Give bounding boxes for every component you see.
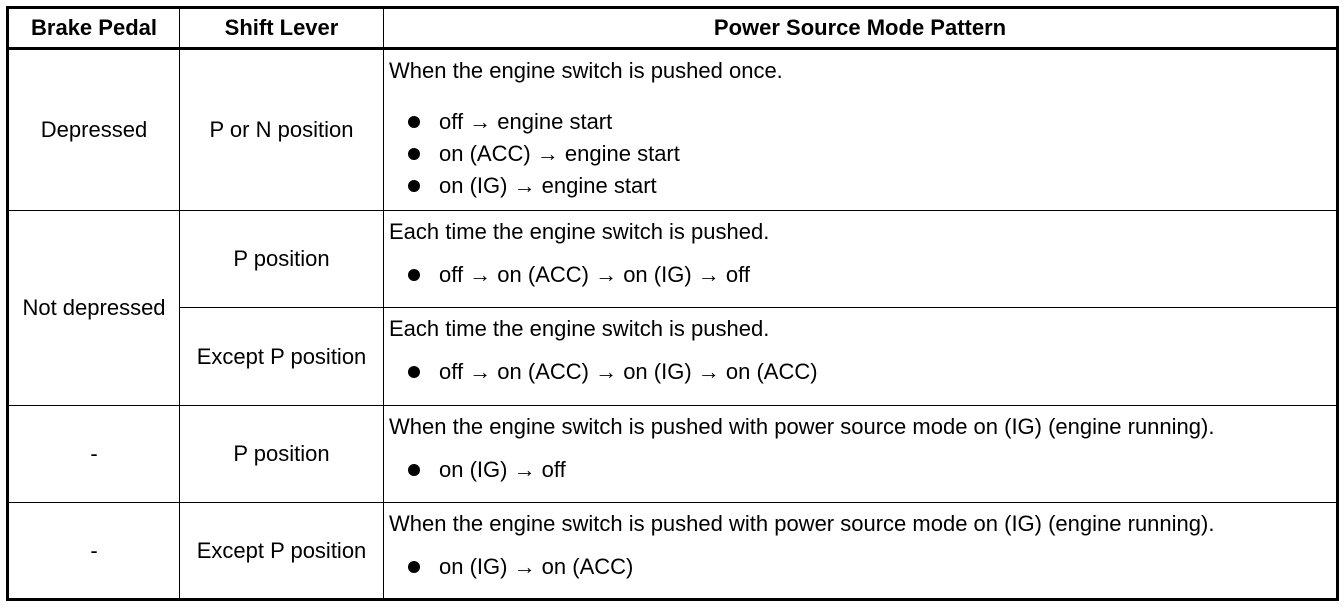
header-shift-lever: Shift Lever <box>179 7 384 50</box>
pattern-intro: When the engine switch is pushed with po… <box>389 414 1215 439</box>
pattern-cell: Each time the engine switch is pushed. o… <box>383 210 1338 308</box>
pattern-step: on (ACC) → engine start <box>439 141 680 166</box>
shift-lever-cell: Except P position <box>179 502 384 600</box>
pattern-cell: When the engine switch is pushed once. o… <box>383 48 1338 211</box>
brake-pedal-cell: - <box>7 405 180 503</box>
table-header-row: Brake Pedal Shift Lever Power Source Mod… <box>7 7 1338 50</box>
bullet-icon <box>408 269 420 281</box>
pattern-step: on (IG) → engine start <box>439 173 657 198</box>
brake-pedal-cell: - <box>7 502 180 600</box>
list-item: on (IG) → on (ACC) <box>408 551 1336 583</box>
bullet-icon <box>408 366 420 378</box>
shift-lever-cell: Except P position <box>179 307 384 406</box>
pattern-step: off → on (ACC) → on (IG) → on (ACC) <box>439 359 818 384</box>
pattern-list: on (IG) → on (ACC) <box>389 551 1336 583</box>
list-item: on (IG) → engine start <box>408 170 1336 202</box>
pattern-list: off → on (ACC) → on (IG) → off <box>389 259 1336 291</box>
pattern-cell: When the engine switch is pushed with po… <box>383 405 1338 503</box>
list-item: on (ACC) → engine start <box>408 138 1336 170</box>
header-brake-pedal: Brake Pedal <box>7 7 180 50</box>
bullet-icon <box>408 464 420 476</box>
header-power-source-mode-pattern: Power Source Mode Pattern <box>383 7 1338 50</box>
pattern-step: off → on (ACC) → on (IG) → off <box>439 262 750 287</box>
pattern-step: on (IG) → off <box>439 457 566 482</box>
pattern-list: off → engine start on (ACC) → engine sta… <box>389 106 1336 202</box>
bullet-icon <box>408 148 420 160</box>
table-row: Except P position Each time the engine s… <box>8 307 1338 406</box>
pattern-cell: Each time the engine switch is pushed. o… <box>383 307 1338 406</box>
pattern-cell: When the engine switch is pushed with po… <box>383 502 1338 600</box>
pattern-list: on (IG) → off <box>389 454 1336 486</box>
pattern-intro: When the engine switch is pushed with po… <box>389 511 1215 536</box>
shift-lever-cell: P position <box>179 405 384 503</box>
pattern-intro: Each time the engine switch is pushed. <box>389 316 770 341</box>
table-row: - P position When the engine switch is p… <box>7 405 1338 503</box>
list-item: off → engine start <box>408 106 1336 138</box>
pattern-intro: When the engine switch is pushed once. <box>389 58 783 83</box>
table-row: Not depressed P position Each time the e… <box>7 210 1338 406</box>
power-source-mode-table: Brake Pedal Shift Lever Power Source Mod… <box>6 6 1339 601</box>
pattern-intro: Each time the engine switch is pushed. <box>389 219 770 244</box>
list-item: on (IG) → off <box>408 454 1336 486</box>
table-row: Depressed P or N position When the engin… <box>7 48 1338 211</box>
shift-lever-cell: P position <box>179 210 384 308</box>
bullet-icon <box>408 180 420 192</box>
list-item: off → on (ACC) → on (IG) → off <box>408 259 1336 291</box>
bullet-icon <box>408 561 420 573</box>
pattern-list: off → on (ACC) → on (IG) → on (ACC) <box>389 356 1336 388</box>
pattern-step: off → engine start <box>439 109 613 134</box>
pattern-step: on (IG) → on (ACC) <box>439 554 634 579</box>
bullet-icon <box>408 116 420 128</box>
table-row: - Except P position When the engine swit… <box>7 502 1338 600</box>
brake-pedal-cell: Not depressed <box>7 210 180 406</box>
list-item: off → on (ACC) → on (IG) → on (ACC) <box>408 356 1336 388</box>
brake-pedal-cell: Depressed <box>7 48 180 211</box>
shift-lever-cell: P or N position <box>179 48 384 211</box>
